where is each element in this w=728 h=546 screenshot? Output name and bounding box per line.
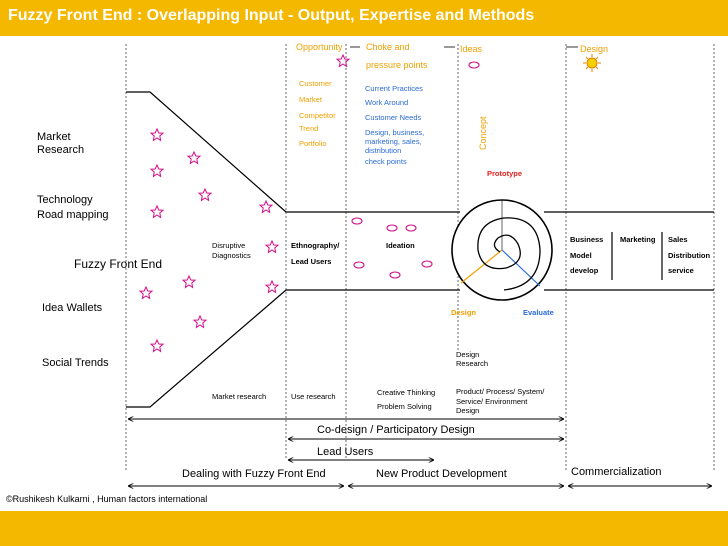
sales-label: Sales <box>668 235 688 244</box>
road-mapping-label: Road mapping <box>37 209 109 221</box>
opportunity-label: Opportunity <box>296 42 343 52</box>
market-research-label: Market <box>37 131 71 143</box>
opportunity-item: Competitor <box>299 111 336 120</box>
dealing-ffe-label: Dealing with Fuzzy Front End <box>182 468 326 480</box>
spiral-diagram <box>451 199 553 301</box>
swirl-icon <box>405 224 417 232</box>
choke-label: Choke and <box>366 42 410 52</box>
star-icon <box>149 163 165 178</box>
design-research-label: Design <box>456 350 480 359</box>
funnel-bottom-edge <box>126 289 460 408</box>
marketing-label: Marketing <box>620 235 656 244</box>
prototype-label: Prototype <box>487 169 523 178</box>
star-icon <box>138 285 154 300</box>
distribution-label: Distribution <box>668 251 711 260</box>
star-icon <box>197 187 213 202</box>
star-icon <box>181 274 197 289</box>
star-icon <box>149 338 165 353</box>
design-header-label: Design <box>580 44 609 54</box>
idea-swirls <box>351 61 480 279</box>
phase-guides <box>125 44 715 470</box>
funnel-top-edge <box>126 91 460 213</box>
swirl-icon <box>353 261 365 269</box>
choke-item: Design, business, <box>365 128 425 137</box>
idea-wallets-label: Idea Wallets <box>42 302 103 314</box>
codesign-label: Co-design / Participatory Design <box>317 424 475 436</box>
design-axis <box>460 249 503 284</box>
lead-users-mid-label: Lead Users <box>291 257 332 266</box>
choke-item: marketing, sales, <box>365 137 422 146</box>
evaluate-axis <box>501 249 541 287</box>
footer-bar <box>0 511 728 546</box>
use-research-label: Use research <box>291 392 336 401</box>
market-research-small-label: Market research <box>212 392 267 401</box>
swirl-icon <box>351 217 363 225</box>
opportunity-item: Trend <box>299 124 319 133</box>
star-icon <box>335 53 351 68</box>
npd-label: New Product Development <box>376 468 507 480</box>
spiral-path <box>477 217 541 291</box>
design-research-label-2: Research <box>456 359 489 368</box>
ethnography-label: Ethnography/ <box>291 241 340 250</box>
market-research-label-2: Research <box>37 144 85 156</box>
lead-users-label: Lead Users <box>317 446 374 458</box>
star-icon <box>149 127 165 142</box>
problem-solving-label: Problem Solving <box>377 402 432 411</box>
star-icon <box>192 314 208 329</box>
title-bar <box>0 0 728 36</box>
opportunity-item: Portfolio <box>299 139 327 148</box>
swirl-icon <box>389 271 401 279</box>
choke-item: Customer Needs <box>365 113 422 122</box>
fuzzy-front-end-label: Fuzzy Front End <box>74 257 163 271</box>
ideation-label: Ideation <box>386 241 415 250</box>
develop-label: develop <box>570 266 599 275</box>
swirl-icon <box>468 61 480 69</box>
social-trends-label: Social Trends <box>42 357 109 369</box>
ideas-label: Ideas <box>460 44 483 54</box>
pressure-label: pressure points <box>366 60 428 70</box>
copyright-text: ©Rushikesh Kulkarni , Human factors inte… <box>6 494 208 504</box>
diagnostics-label: Diagnostics <box>212 251 251 260</box>
page-title: Fuzzy Front End : Overlapping Input - Ou… <box>8 7 535 24</box>
swirl-icon <box>421 260 433 268</box>
concept-label: Concept <box>478 116 488 150</box>
creative-thinking-label: Creative Thinking <box>377 388 436 397</box>
product-design-line: Service/ Environment <box>456 397 528 406</box>
choke-item: Current Practices <box>365 84 423 93</box>
star-icon <box>264 279 280 294</box>
service-label: service <box>668 266 694 275</box>
commercialization-label: Commercialization <box>571 466 662 478</box>
evaluate-label: Evaluate <box>523 308 554 317</box>
design-spiral-label: Design <box>451 308 477 317</box>
model-label: Model <box>570 251 592 260</box>
swirl-icon <box>386 224 398 232</box>
choke-item: distribution <box>365 146 402 155</box>
opportunity-item: Market <box>299 95 322 104</box>
product-design-line: Product/ Process/ System/ <box>456 387 545 396</box>
choke-item: Work Around <box>365 98 409 107</box>
star-icon <box>149 204 165 219</box>
product-design-line: Design <box>456 406 480 415</box>
star-icon <box>258 199 274 214</box>
sun-icon <box>583 54 601 72</box>
span-arrows <box>129 419 711 486</box>
funnel-outline <box>126 91 714 408</box>
disruptive-label: Disruptive <box>212 241 246 250</box>
star-icon <box>264 239 280 254</box>
choke-item: check points <box>365 157 407 166</box>
stars <box>138 53 351 353</box>
star-icon <box>186 150 202 165</box>
technology-label: Technology <box>37 194 93 206</box>
business-label: Business <box>570 235 604 244</box>
opportunity-item: Customer <box>299 79 332 88</box>
